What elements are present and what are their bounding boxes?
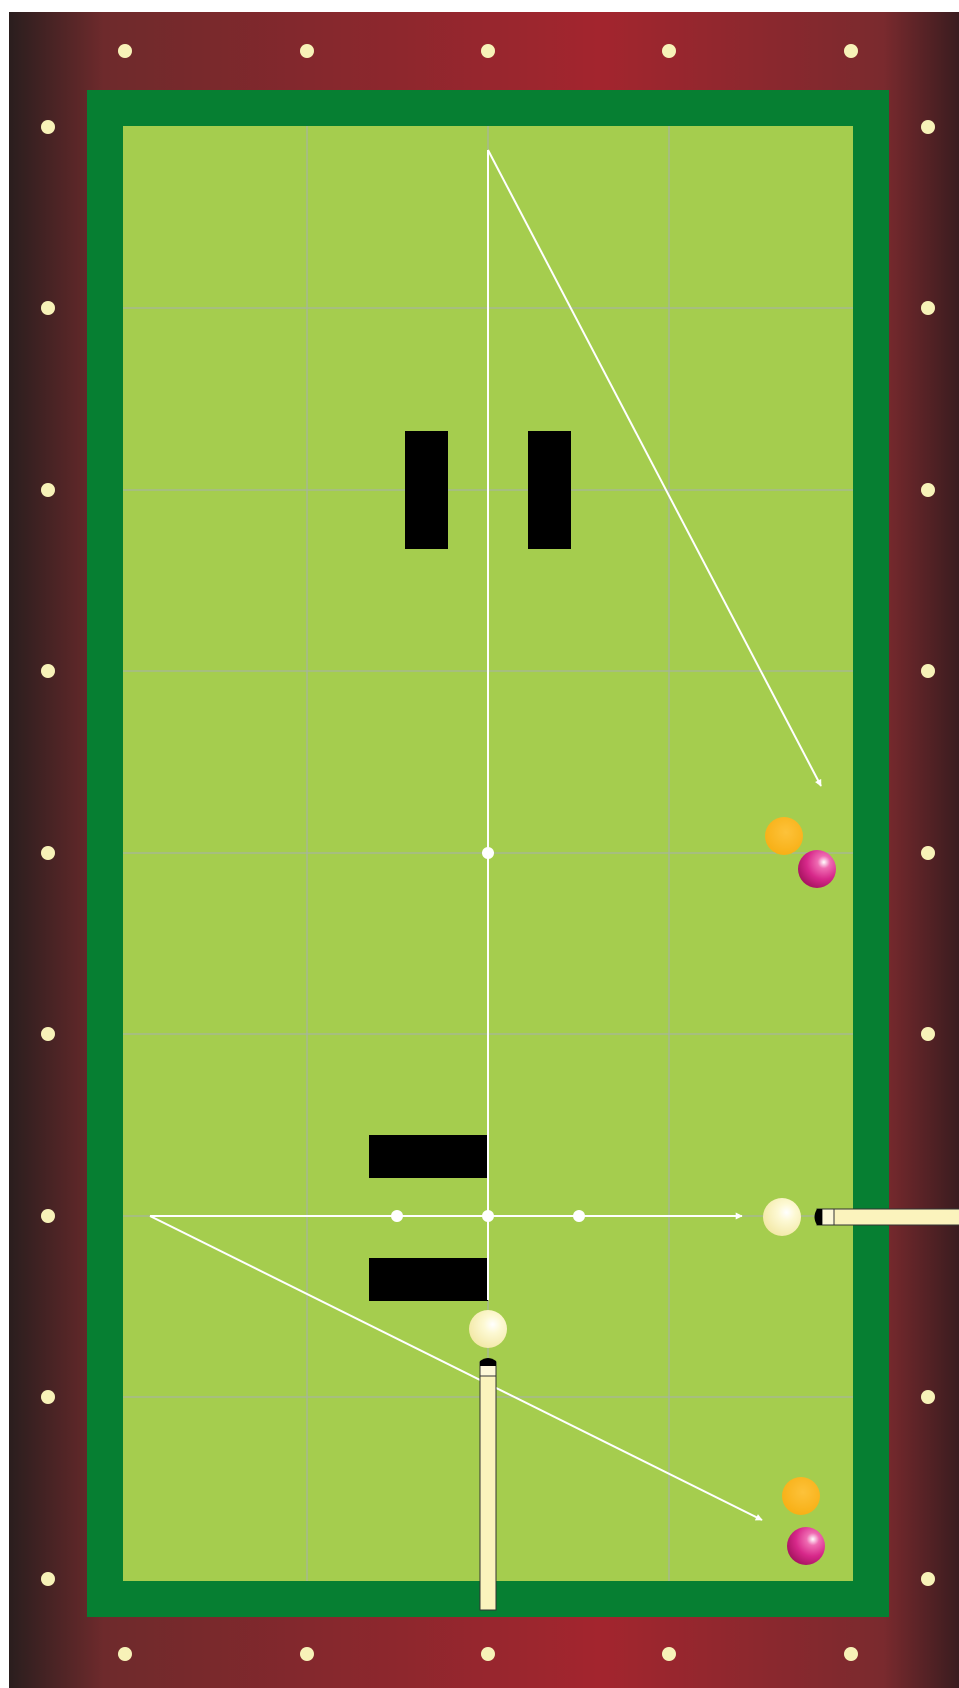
diamond-marker	[300, 1647, 314, 1661]
diamond-marker	[41, 846, 55, 860]
blocker-upper-right	[528, 431, 571, 549]
path-node	[482, 1210, 494, 1222]
diamond-marker	[921, 120, 935, 134]
diamond-marker	[921, 1572, 935, 1586]
diamond-marker	[481, 1647, 495, 1661]
red-ball	[787, 1527, 825, 1565]
diamond-marker	[41, 483, 55, 497]
diamond-marker	[921, 664, 935, 678]
cue-shaft	[817, 1209, 959, 1225]
diamond-marker	[41, 1209, 55, 1223]
cue-shaft	[480, 1362, 496, 1610]
blocker-lower-top	[369, 1135, 488, 1178]
diamond-marker	[844, 1647, 858, 1661]
diamond-marker	[41, 1572, 55, 1586]
blocker-lower-bottom	[369, 1258, 488, 1301]
diamond-marker	[118, 1647, 132, 1661]
cue-ball	[763, 1198, 801, 1236]
diamond-marker	[921, 483, 935, 497]
diamond-marker	[844, 44, 858, 58]
yellow-ball	[765, 817, 803, 855]
red-ball	[798, 850, 836, 888]
diamond-marker	[118, 44, 132, 58]
yellow-ball	[782, 1477, 820, 1515]
diamond-marker	[41, 1027, 55, 1041]
diamond-marker	[921, 1390, 935, 1404]
path-node	[573, 1210, 585, 1222]
cue-stick-horizontal[interactable]	[815, 1209, 959, 1225]
diamond-marker	[481, 44, 495, 58]
diamond-marker	[921, 846, 935, 860]
diamond-marker	[921, 301, 935, 315]
path-node	[391, 1210, 403, 1222]
blocker-upper-left	[405, 431, 448, 549]
cue-ferrule	[822, 1209, 834, 1225]
diamond-marker	[921, 1027, 935, 1041]
diamond-marker	[41, 301, 55, 315]
diamond-marker	[41, 1390, 55, 1404]
cue-ball	[469, 1310, 507, 1348]
diamond-marker	[41, 120, 55, 134]
diamond-marker	[662, 44, 676, 58]
path-node	[482, 847, 494, 859]
diamond-marker	[41, 664, 55, 678]
diamond-marker	[662, 1647, 676, 1661]
cue-stick-vertical[interactable]	[480, 1358, 496, 1610]
diamond-marker	[300, 44, 314, 58]
